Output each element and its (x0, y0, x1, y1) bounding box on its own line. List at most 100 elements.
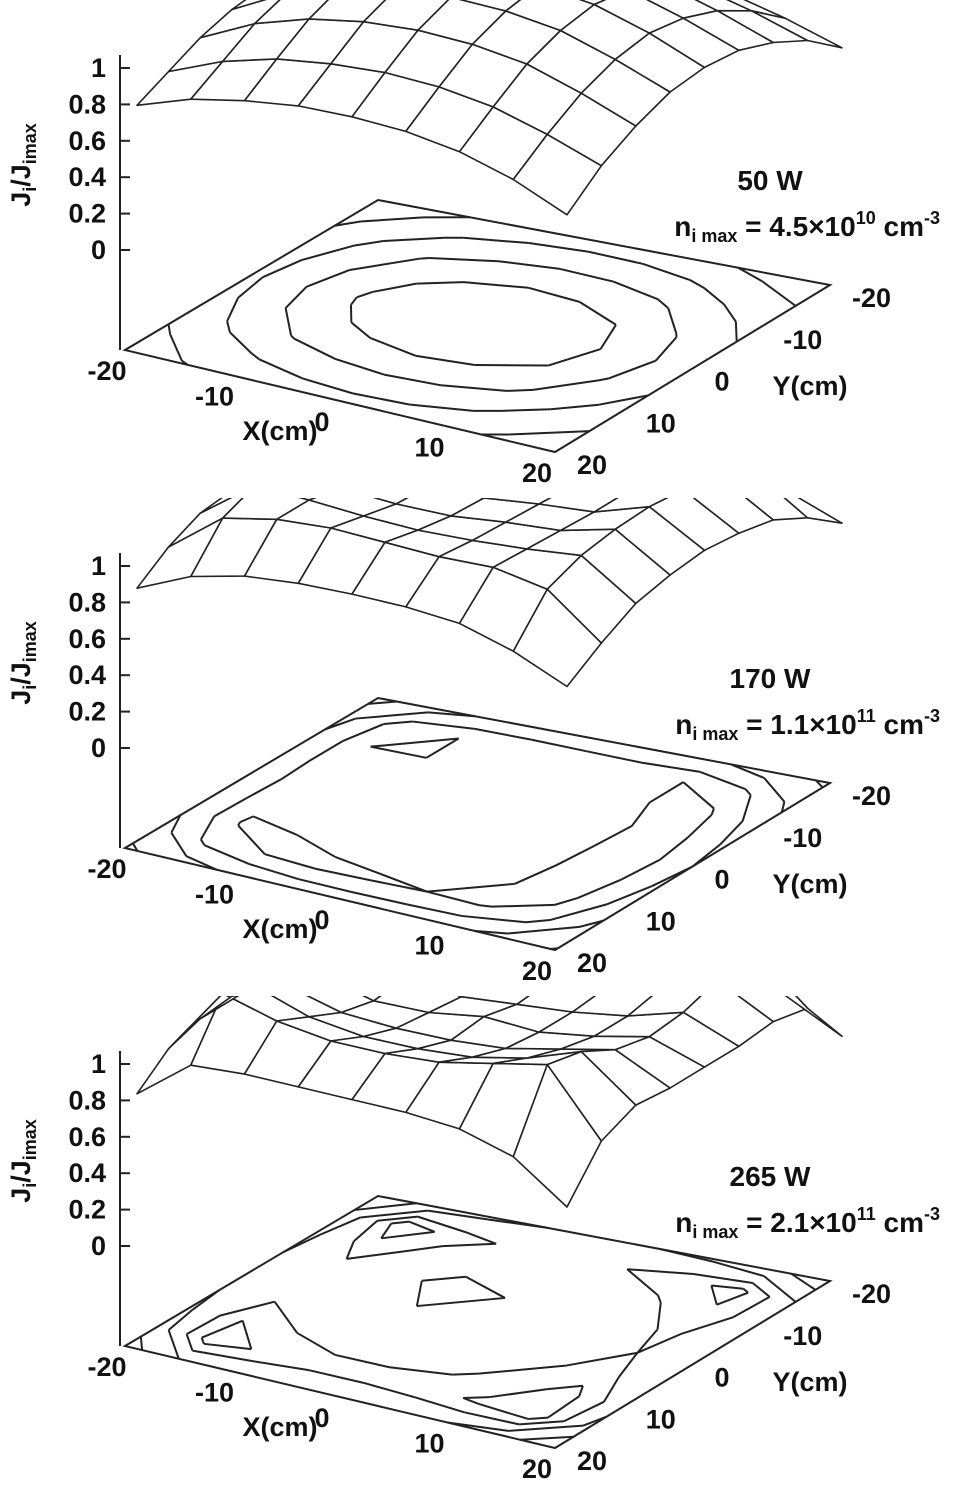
contour-segment (241, 1320, 253, 1350)
surface-plot-50w: 10.80.60.40.20Ji/Jimax-20-1001020-20-100… (6, 0, 940, 488)
y-axis-label: Y(cm) (772, 869, 847, 899)
z-tick-label: 1 (91, 551, 106, 581)
contour-segment (293, 337, 336, 360)
contour-segment (167, 324, 172, 335)
power-label: 50 W (737, 165, 803, 196)
contour-segment (368, 700, 397, 705)
z-tick-label: 0.2 (68, 199, 106, 229)
contour-segment (734, 321, 738, 342)
contour-segment (353, 1219, 378, 1243)
contour-segment (167, 1329, 180, 1360)
contour-segment (732, 1295, 771, 1319)
contour-segment (324, 717, 357, 731)
contour-segment (282, 1233, 321, 1254)
contour-segment (537, 1364, 567, 1370)
contour-segment (427, 882, 515, 893)
contour-segment (391, 1220, 410, 1225)
contour-segment (508, 1424, 584, 1432)
contour-group (167, 216, 797, 436)
contour-segment (815, 779, 824, 789)
contour-segment (598, 394, 649, 406)
x-tick-label: 0 (314, 407, 329, 437)
contour-segment (201, 1319, 244, 1339)
contour-segment (372, 282, 417, 293)
contour-segment (618, 1352, 639, 1378)
contour-segment (710, 808, 715, 816)
contour-segment (642, 262, 691, 281)
z-tick-label: 0.2 (68, 697, 106, 727)
contour-segment (641, 761, 701, 773)
contour-segment (352, 392, 410, 406)
contour-segment (319, 1216, 361, 1236)
contour-segment (350, 321, 371, 339)
mesh-cell (199, 498, 233, 514)
contour-segment (578, 301, 617, 326)
contour-segment (383, 236, 445, 243)
contour-segment (440, 384, 507, 392)
contour-segment (237, 824, 266, 855)
contour-segment (298, 878, 352, 893)
contour-segment (461, 914, 527, 924)
contour-segment (416, 1296, 506, 1308)
x-axis-label: X(cm) (242, 416, 317, 446)
contour-segment (530, 738, 587, 753)
contour-segment (139, 1336, 144, 1351)
contour-segment (713, 1260, 765, 1278)
contour-segment (229, 331, 252, 354)
power-label: 265 W (730, 1161, 811, 1192)
contour-segment (345, 1240, 355, 1260)
contour-segment (566, 1351, 638, 1367)
contour-segment (246, 778, 282, 799)
contour-segment (360, 1209, 428, 1219)
contour-segment (420, 257, 430, 260)
contour-segment (594, 825, 633, 847)
contour-segment (507, 925, 580, 935)
contour-segment (555, 844, 595, 867)
z-tick-label: 0 (91, 733, 106, 763)
x-tick-label: 20 (522, 1454, 552, 1484)
y-tick-label: -10 (783, 823, 822, 853)
z-axis-label: Ji/Jimax (6, 123, 40, 207)
contour-segment (264, 853, 316, 870)
contour-segment (290, 334, 295, 340)
contour-segment (370, 745, 427, 759)
contour-segment (381, 1230, 435, 1240)
contour-segment (528, 242, 589, 253)
contour-segment (280, 759, 312, 781)
contour-segment (334, 220, 361, 227)
contour-segment (462, 1397, 479, 1405)
contour-segment (790, 1272, 817, 1291)
contour-segment (335, 1353, 390, 1369)
density-label: ni max = 2.1×1011 cm-3 (675, 1204, 940, 1242)
contour-segment (464, 1411, 520, 1426)
x-axis-label: X(cm) (242, 1412, 317, 1442)
contour-segment (716, 1291, 749, 1306)
y-tick-label: -20 (852, 1279, 891, 1309)
contour-segment (761, 280, 797, 307)
contour-segment (528, 286, 580, 303)
z-axis-label: Ji/Jimax (6, 1119, 40, 1203)
contour-segment (408, 1220, 435, 1233)
x-tick-label: -10 (195, 1378, 234, 1408)
contour-segment (409, 403, 474, 412)
x-tick-label: 20 (522, 458, 552, 488)
contour-segment (349, 257, 421, 271)
contour-segment (284, 307, 293, 336)
contour-segment (427, 1209, 488, 1221)
contour-group (139, 1202, 817, 1441)
contour-segment (578, 1385, 584, 1397)
surface-mesh (136, 0, 843, 216)
z-tick-label: 0.4 (68, 1158, 106, 1188)
base-plane (122, 696, 833, 952)
contour-segment (689, 279, 705, 290)
contour-segment (550, 947, 558, 950)
y-tick-label: -10 (783, 1321, 822, 1351)
contour-segment (237, 276, 264, 299)
contour-segment (657, 1295, 662, 1304)
contour-segment (252, 815, 298, 836)
contour-segment (204, 844, 250, 865)
contour-segment (170, 832, 188, 857)
contour-segment (219, 1300, 275, 1317)
contour-segment (415, 354, 475, 366)
